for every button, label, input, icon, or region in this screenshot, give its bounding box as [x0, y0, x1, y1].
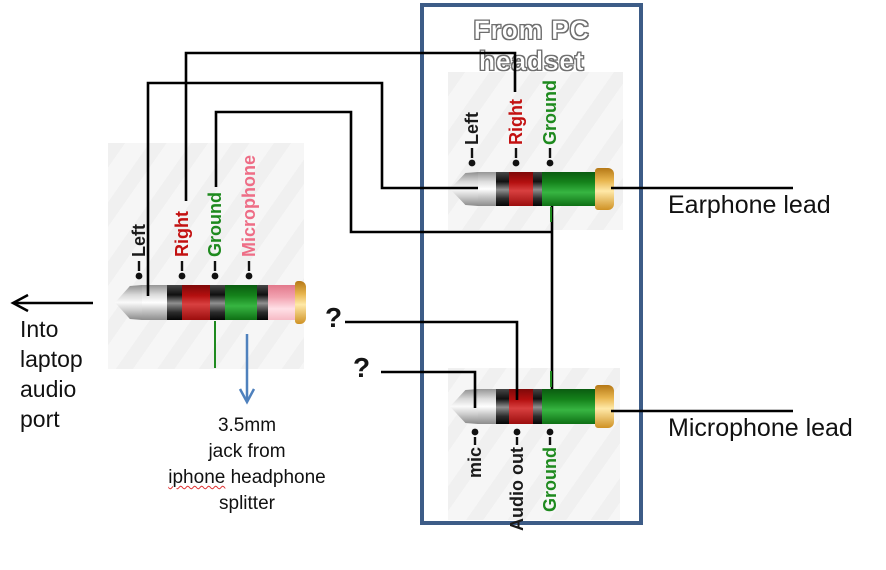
laptop-plug-ground-band-segment — [225, 285, 257, 320]
left-arrow-icon — [10, 293, 93, 313]
microphone-plug-ring-segment — [533, 389, 542, 424]
microphone-plug-label-ground: Ground — [540, 447, 560, 512]
microphone-lead-label: Microphone lead — [668, 414, 853, 442]
laptop-plug-ring-segment — [210, 285, 225, 320]
into-laptop-line: laptop — [20, 346, 83, 372]
into-laptop-line: Into — [20, 316, 59, 342]
earphone-plug — [450, 168, 614, 210]
microphone-plug-base-segment — [595, 385, 614, 428]
earphone-plug-label-ground: Ground — [540, 80, 560, 145]
microphone-plug-label-audio-out: Audio out — [507, 447, 527, 531]
pc-headset-box: From PC headset — [420, 3, 643, 525]
laptop-plug-base-segment — [295, 281, 306, 324]
laptop-plug-ring-segment — [257, 285, 268, 320]
question-mark-1: ? — [325, 302, 343, 333]
splitter-note-line: iphone headphone — [142, 465, 352, 491]
microphone-plug-label-mic: mic — [465, 447, 485, 479]
pc-headset-box-title: From PC headset — [473, 15, 590, 77]
earphone-plug-label-left: Left — [462, 112, 482, 145]
splitter-note-line: 3.5mm — [217, 415, 277, 436]
microphone-plug — [450, 385, 614, 428]
microphone-plug-shaft-segment — [478, 389, 496, 424]
question-mark-2: ? — [353, 352, 371, 383]
laptop-plug-label-left: Left — [129, 224, 149, 257]
earphone-plug-shaft-segment — [478, 172, 496, 206]
into-laptop-line: port — [20, 406, 60, 432]
earphone-plug-label-right: Right — [506, 99, 526, 145]
into-laptop-line: audio — [20, 376, 77, 402]
microphone-plug-ground-sleeve-segment — [542, 389, 595, 424]
earphone-plug-right-band-segment — [509, 172, 533, 206]
splitter-note-line: splitter — [219, 493, 275, 514]
splitter-note-line-rest: headphone — [225, 467, 326, 488]
earphone-plug-base-segment — [595, 168, 614, 210]
splitter-note: 3.5mm jack from iphone headphone splitte… — [142, 413, 352, 517]
microphone-plug-tip-segment — [450, 389, 478, 424]
laptop-plug — [115, 281, 306, 324]
into-laptop-label: Into laptop audio port — [20, 314, 83, 434]
misspelled-word: iphone — [168, 467, 226, 488]
laptop-plug-mic-band-segment — [268, 285, 295, 320]
laptop-plug-label-microphone: Microphone — [239, 155, 259, 257]
earphone-plug-ring-segment — [496, 172, 509, 206]
microphone-plug-ring-segment — [496, 389, 509, 424]
earphone-lead-label: Earphone lead — [668, 191, 831, 219]
earphone-plug-ring-segment — [533, 172, 542, 206]
laptop-plug-right-band-segment — [182, 285, 210, 320]
laptop-plug-ring-segment — [167, 285, 182, 320]
splitter-note-line: jack from — [208, 441, 286, 462]
laptop-plug-shaft-segment — [142, 285, 167, 320]
microphone-plug-audio-band-segment — [509, 389, 533, 424]
laptop-plug-label-right: Right — [172, 211, 192, 257]
laptop-plug-label-ground: Ground — [205, 192, 225, 257]
earphone-plug-tip-segment — [450, 172, 478, 206]
laptop-plug-tip-segment — [115, 285, 142, 320]
earphone-plug-ground-sleeve-segment — [542, 172, 595, 206]
